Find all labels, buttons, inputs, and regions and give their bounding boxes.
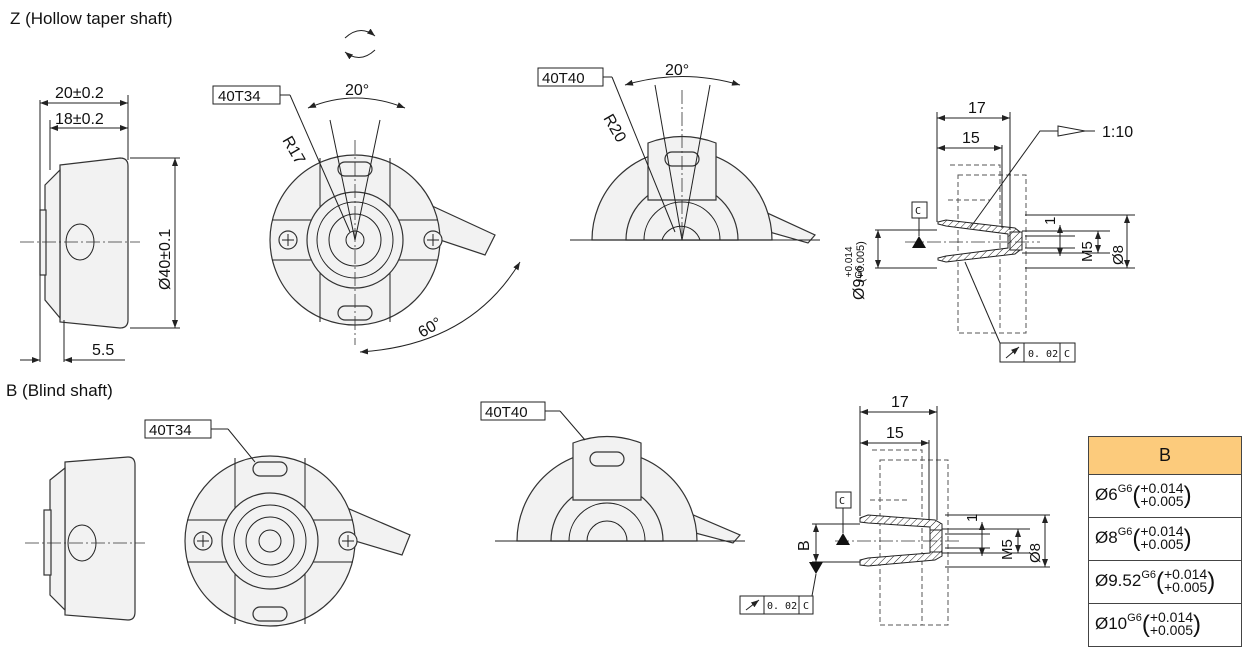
runout-arrow-icon xyxy=(1005,346,1020,359)
table-header: B xyxy=(1088,436,1242,475)
tol-upper: +0.014 xyxy=(1140,523,1184,539)
table-row: Ø10G6(+0.014+0.005) xyxy=(1088,603,1242,647)
b-runout-value: 0. 02 xyxy=(767,601,797,612)
section-title-z: Z (Hollow taper shaft) xyxy=(10,9,173,28)
z-thread: M5 xyxy=(1079,241,1096,262)
tol-lower: +0.005 xyxy=(1140,536,1184,552)
bore-size-table: B Ø6G6(+0.014+0.005) Ø8G6(+0.014+0.005) … xyxy=(1088,436,1242,647)
z-front-angle: 20° xyxy=(345,82,369,99)
dim-width-outer: 20±0.2 xyxy=(55,85,104,102)
b-side-view xyxy=(25,456,145,621)
b-dia-8: Ø8 xyxy=(1027,543,1044,563)
b-bore-label: B xyxy=(796,540,813,551)
bore-dia: Ø8 xyxy=(1095,528,1118,547)
z-dia-8: Ø8 xyxy=(1110,245,1127,265)
b-half-view: 40T40 xyxy=(480,401,745,544)
b-runout-datum: C xyxy=(803,601,809,612)
z-len-15: 15 xyxy=(962,130,980,147)
b-front-view: 40T34 xyxy=(144,419,411,627)
z-taper-ratio: 1:10 xyxy=(1102,124,1133,141)
runout-arrow-icon xyxy=(745,599,760,611)
tol-upper: +0.014 xyxy=(1164,566,1208,582)
z-bore-diameter: Ø9G6+0.014(+0.005) xyxy=(844,241,868,300)
b-runout-frame: 0. 02 C xyxy=(739,595,814,615)
b-dim-1: 1 xyxy=(964,514,981,522)
bore-dia: Ø6 xyxy=(1095,485,1118,504)
fit-class: G6 xyxy=(1141,569,1156,581)
z-len-17: 17 xyxy=(968,100,986,117)
fit-class: G6 xyxy=(1117,526,1133,538)
dim-width-inner: 18±0.2 xyxy=(55,111,104,128)
tol-upper: +0.014 xyxy=(1140,480,1184,496)
rotation-arrows-icon xyxy=(344,28,376,60)
table-row: Ø6G6(+0.014+0.005) xyxy=(1088,474,1242,518)
z-front-swing: 60° xyxy=(416,315,445,342)
b-section-view: 17 15 C B 1 M5 Ø8 0. 02 C xyxy=(739,394,1050,626)
z-datum-label: C xyxy=(915,206,921,217)
z-front-label: 40T34 xyxy=(218,88,261,105)
tol-upper: +0.014 xyxy=(1149,609,1194,625)
section-title-b: B (Blind shaft) xyxy=(6,381,113,400)
z-half-radius: R20 xyxy=(600,112,629,146)
z-half-label: 40T40 xyxy=(542,70,585,87)
b-half-label: 40T40 xyxy=(485,404,528,421)
z-dim-1: 1 xyxy=(1042,217,1059,225)
b-datum-label: C xyxy=(839,496,845,507)
b-front-label: 40T34 xyxy=(149,422,192,439)
dim-diameter: Ø40±0.1 xyxy=(157,229,174,290)
z-half-angle: 20° xyxy=(665,62,689,79)
tol-lower: +0.005 xyxy=(1140,493,1184,509)
z-side-view: 20±0.2 18±0.2 Ø40±0.1 5.5 xyxy=(20,85,180,363)
b-thread: M5 xyxy=(999,539,1016,560)
z-runout-datum: C xyxy=(1064,349,1070,360)
z-section-view: 17 15 1:10 C Ø9G6+0.014(+0.005) 1 M5 Ø8 … xyxy=(844,100,1135,363)
b-len-15: 15 xyxy=(886,425,904,442)
z-runout-value: 0. 02 xyxy=(1028,349,1058,360)
tol-lower: +0.005 xyxy=(1164,579,1208,595)
bore-dia: Ø9.52 xyxy=(1095,571,1142,590)
table-row: Ø9.52G6(+0.014+0.005) xyxy=(1088,560,1242,604)
z-front-view: 20° R17 40T34 60° xyxy=(212,28,521,355)
z-half-view: 20° R20 40T40 xyxy=(537,62,820,244)
b-len-17: 17 xyxy=(891,394,909,411)
fit-class: G6 xyxy=(1117,483,1133,495)
bore-dia: Ø10 xyxy=(1095,614,1128,633)
z-front-radius: R17 xyxy=(279,134,308,168)
fit-class: G6 xyxy=(1127,612,1142,624)
z-runout-frame: 0. 02 C xyxy=(999,342,1076,363)
table-row: Ø8G6(+0.014+0.005) xyxy=(1088,517,1242,561)
tol-lower: +0.005 xyxy=(1149,622,1194,638)
dim-offset: 5.5 xyxy=(92,342,114,359)
